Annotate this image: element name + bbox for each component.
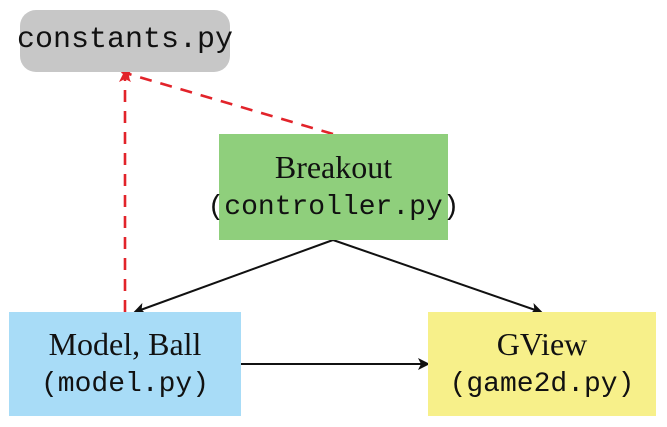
constants-file-label: constants.py: [16, 23, 234, 58]
view-node: GView (game2d.py): [428, 312, 656, 416]
model-file-label: (model.py): [40, 369, 210, 401]
view-file-label: (game2d.py): [449, 369, 635, 401]
edge-controller-to-constants: [120, 69, 334, 136]
view-title: GView: [496, 326, 588, 363]
model-node: Model, Ball (model.py): [9, 312, 241, 416]
model-title: Model, Ball: [48, 326, 202, 363]
controller-title: Breakout: [274, 149, 393, 186]
edge-controller-to-view: [332, 239, 543, 315]
controller-node: Breakout (controller.py): [207, 134, 460, 240]
edge-controller-to-model: [133, 239, 334, 315]
constants-node: constants.py: [16, 10, 234, 72]
controller-file-label: (controller.py): [207, 192, 460, 224]
